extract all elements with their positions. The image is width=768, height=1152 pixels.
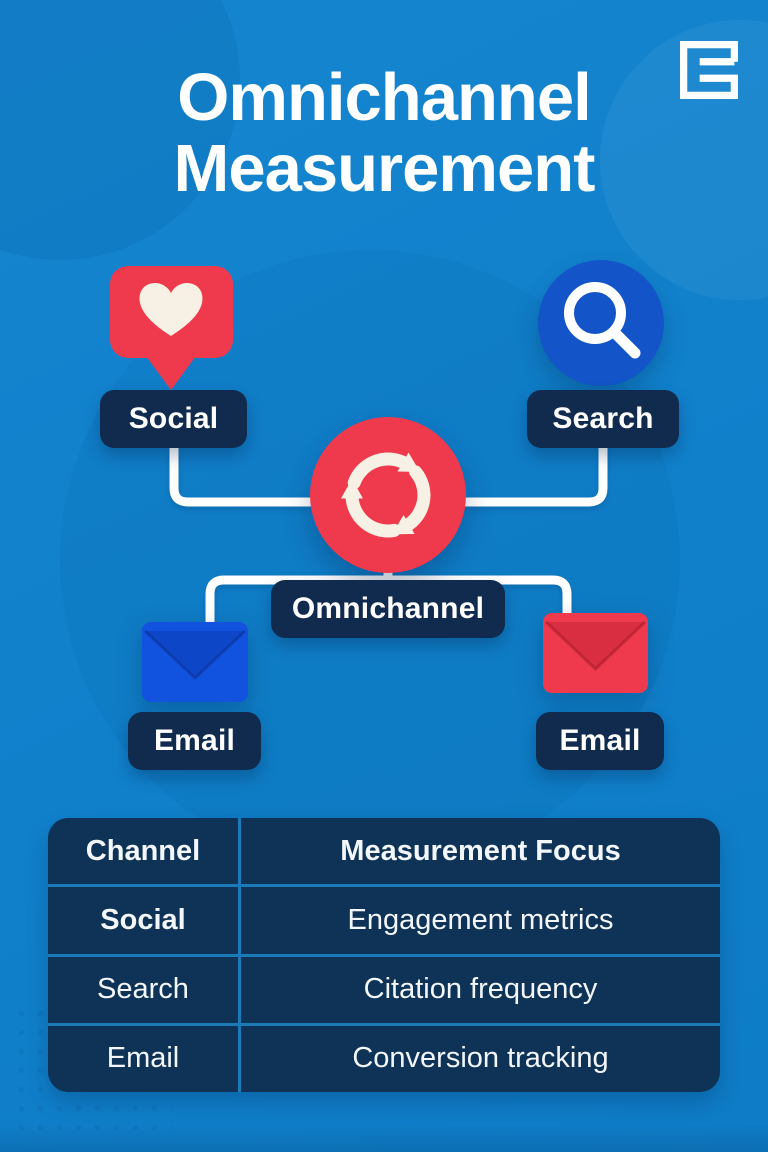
page-title: Omnichannel Measurement (0, 62, 768, 204)
node-label-omnichannel: Omnichannel (271, 580, 505, 638)
node-label-email-right: Email (536, 712, 664, 770)
email-left-label-text: Email (153, 724, 236, 757)
node-label-email-left: Email (128, 712, 261, 770)
email-right-label-text: Email (559, 724, 641, 757)
page-title-line2: Measurement (173, 131, 596, 207)
cycle-arrows-icon (310, 417, 466, 573)
omnichannel-label-text: Omnichannel (291, 592, 485, 625)
table-cell-channel-search: Search (48, 956, 238, 1023)
brand-logo-icon (680, 41, 738, 99)
envelope-blue-icon (142, 622, 248, 702)
node-label-search: Search (527, 390, 679, 448)
table-cell-focus-email: Conversion tracking (241, 1025, 720, 1092)
search-label-text: Search (552, 402, 654, 435)
table-header-measurement-focus: Measurement Focus (241, 818, 720, 885)
node-label-social: Social (100, 390, 247, 448)
measurement-table: Channel Measurement Focus Social Engagem… (48, 818, 720, 1092)
table-cell-focus-search: Citation frequency (241, 956, 720, 1023)
heart-like-bubble-icon (108, 264, 236, 392)
table-cell-focus-social: Engagement metrics (241, 887, 720, 954)
page-title-line1: Omnichannel (177, 60, 591, 135)
social-label-text: Social (128, 402, 219, 435)
magnifier-circle-icon (538, 260, 664, 386)
bottom-vignette (0, 1124, 768, 1152)
table-header-channel: Channel (48, 818, 238, 885)
envelope-red-icon (543, 613, 648, 693)
table-cell-channel-social: Social (48, 887, 238, 954)
table-cell-channel-email: Email (48, 1025, 238, 1092)
